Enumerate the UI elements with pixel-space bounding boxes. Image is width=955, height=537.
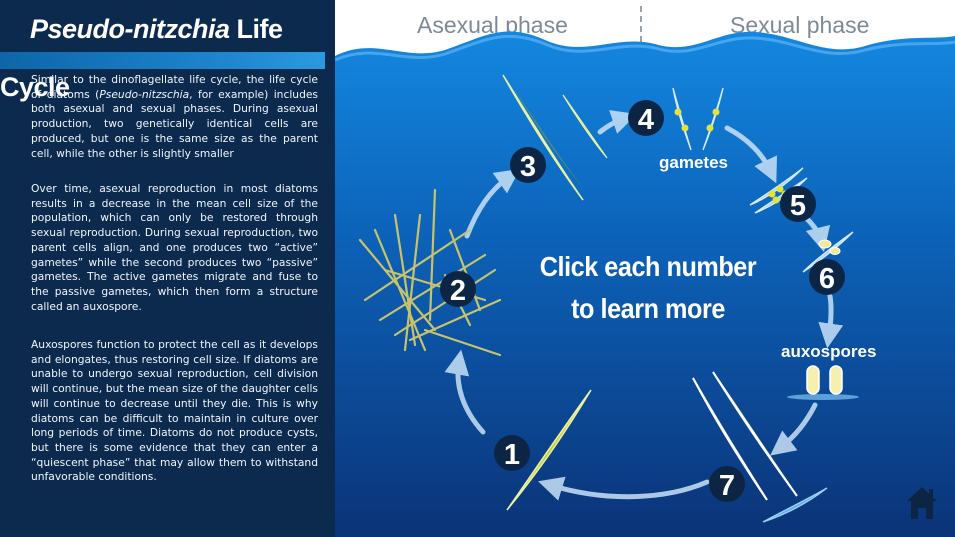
arrow-3-to-4 [597, 110, 637, 135]
info-sidebar: Pseudo-nitzchia Life Cycle Similar to th… [0, 0, 335, 537]
p1-text-italic: Pseudo-nitzschia [99, 87, 190, 101]
step-2-label: 2 [450, 275, 466, 307]
step-3-button[interactable]: 3 [510, 147, 546, 183]
p1-text-b: , for example) includes both asexual and… [31, 87, 319, 160]
stage-2-cell-cluster [358, 188, 502, 357]
stage-7-restored-cells [692, 371, 828, 523]
water-surface [335, 31, 955, 537]
home-icon [907, 487, 937, 519]
phase-divider [640, 6, 642, 52]
arrow-6-to-aux [818, 293, 844, 349]
arrow-7-to-1 [538, 476, 710, 501]
p1-text-a: Similar to the dinoflagellate life cycle… [31, 73, 318, 101]
step-7-label: 7 [719, 470, 735, 502]
title-rest: Life Cycle [0, 14, 283, 102]
arrow-aux-to-7 [770, 402, 818, 456]
stage-1-cell [506, 389, 592, 511]
auxospore-cells [787, 365, 859, 400]
step-2-button[interactable]: 2 [440, 271, 476, 307]
life-cycle-diagram: Asexual phase Sexual phase [335, 0, 955, 537]
paragraph-sexual-reproduction: Over time, asexual reproduction in most … [31, 182, 318, 313]
stage-3-dividing-cells [502, 74, 608, 201]
diagram-canvas: gametes auxospores [335, 31, 955, 537]
wave-highlight [335, 34, 955, 62]
title-accent-bar [0, 52, 325, 69]
instruction-text: Click each number to learn more [524, 246, 772, 330]
step-5-button[interactable]: 5 [780, 186, 816, 222]
instruction-line-1: Click each number [539, 251, 757, 282]
home-button[interactable] [905, 484, 939, 522]
step-7-button[interactable]: 7 [709, 466, 745, 502]
paragraph-overview: Similar to the dinoflagellate life cycle… [31, 73, 318, 161]
label-gametes: gametes [659, 153, 728, 172]
step-4-button[interactable]: 4 [628, 100, 664, 136]
arrow-1-to-2 [444, 349, 486, 435]
title-italic: Pseudo-nitzchia [30, 14, 230, 44]
step-5-label: 5 [790, 190, 806, 222]
step-3-label: 3 [520, 151, 536, 183]
step-6-button[interactable]: 6 [809, 259, 845, 295]
step-1-label: 1 [504, 439, 520, 471]
instruction-line-2: to learn more [571, 293, 725, 324]
step-1-button[interactable]: 1 [494, 435, 530, 471]
step-4-label: 4 [638, 104, 654, 136]
paragraph-auxospores: Auxospores function to protect the cell … [31, 338, 318, 484]
stage-4-parent-cells [672, 87, 724, 151]
arrow-4-to-5 [724, 125, 777, 184]
step-6-label: 6 [819, 263, 835, 295]
cycle-arrows [444, 110, 844, 501]
label-auxospores: auxospores [781, 342, 876, 361]
page-title: Pseudo-nitzchia Life Cycle [0, 0, 325, 102]
